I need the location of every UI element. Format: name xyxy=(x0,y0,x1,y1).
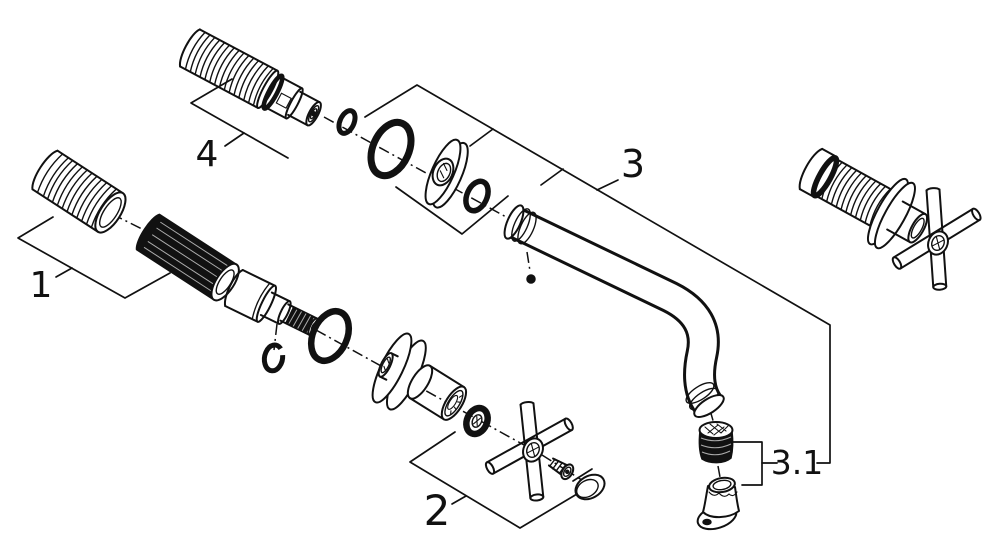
part-extension-nipple xyxy=(179,28,322,127)
part-escutcheon xyxy=(371,332,427,411)
callout-bracket-3 xyxy=(364,84,831,464)
part-snap-ring xyxy=(261,342,286,374)
part-threaded-sleeve xyxy=(31,149,127,234)
part-outlet-elbow xyxy=(696,476,740,531)
part-handle-screw xyxy=(547,457,575,481)
callout-bracket-2 xyxy=(409,431,593,529)
callout-label-2: 2 xyxy=(424,486,451,535)
o-ring-large-top xyxy=(367,118,415,180)
assembled-valve xyxy=(798,147,982,291)
callout-label-3-1: 3.1 xyxy=(771,443,823,482)
o-ring-large-bottom xyxy=(307,308,353,364)
part-spacer-sleeve xyxy=(406,364,468,421)
callout-label-1: 1 xyxy=(30,265,53,306)
washer-disc xyxy=(424,138,469,209)
part-mousseur xyxy=(698,421,734,464)
part-handle-cap xyxy=(574,473,606,501)
callout-bracket-3-1 xyxy=(732,441,778,486)
part-knurled-tube xyxy=(135,213,240,302)
o-ring-small-top xyxy=(336,108,358,136)
callout-label-3: 3 xyxy=(621,142,645,186)
callout-bracket-1 xyxy=(17,216,171,299)
spout-tube xyxy=(503,204,725,418)
part-knurled-ring xyxy=(463,404,491,438)
grub-screw-dot xyxy=(526,274,536,284)
callout-label-4: 4 xyxy=(196,134,219,175)
o-ring-small-mid xyxy=(463,178,491,214)
part-cross-handle xyxy=(484,401,574,502)
